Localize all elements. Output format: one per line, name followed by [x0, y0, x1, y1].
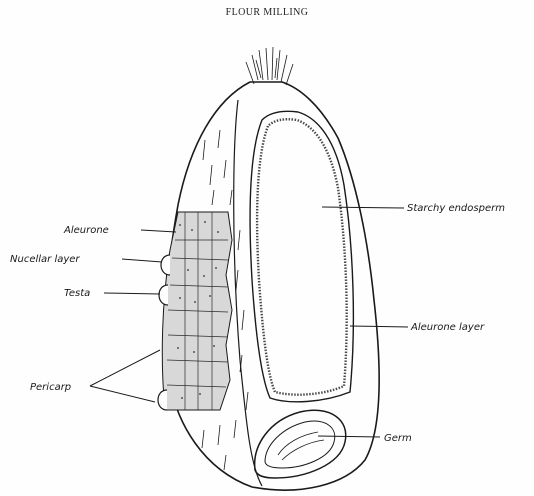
label-germ: Germ [384, 433, 412, 444]
label-starchy-endosperm: Starchy endosperm [407, 203, 505, 214]
leader-germ [318, 436, 380, 437]
leader-pericarp-2 [90, 386, 155, 402]
label-testa: Testa [64, 288, 90, 299]
crease-line [234, 100, 262, 486]
endosperm-outline [250, 111, 353, 402]
brush-hairs [246, 47, 293, 85]
leader-pericarp-1 [90, 350, 160, 386]
label-aleurone: Aleurone [63, 225, 109, 236]
aleurone-layer-band [257, 119, 347, 394]
label-pericarp: Pericarp [30, 382, 71, 393]
leader-nucellar-layer [122, 259, 162, 262]
leader-aleurone-layer [350, 326, 408, 327]
leader-starchy-endosperm [322, 207, 404, 208]
germ-shape [255, 410, 346, 478]
label-aleurone-layer: Aleurone layer [410, 322, 485, 333]
leader-testa [104, 293, 160, 294]
leader-aleurone [141, 230, 176, 232]
label-nucellar-layer: Nucellar layer [10, 254, 80, 265]
